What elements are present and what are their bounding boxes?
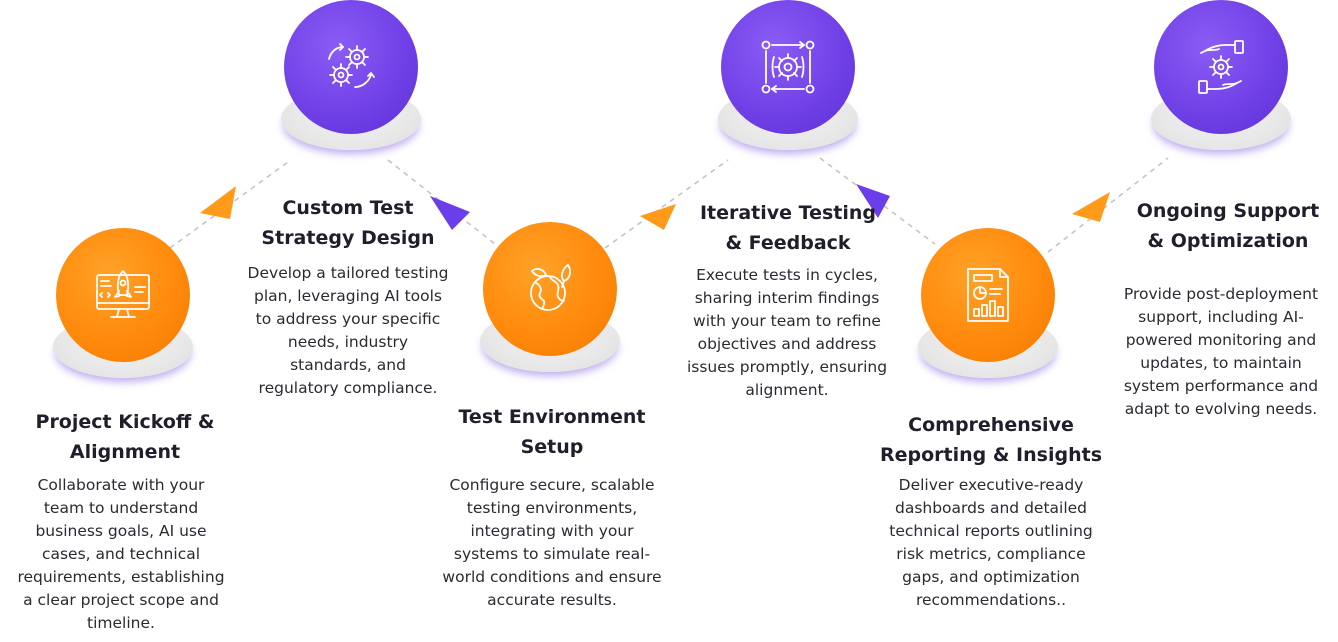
step-5-title: Comprehensive Reporting & Insights: [880, 414, 1102, 466]
step-6-description: Provide post-deployment support, includi…: [1123, 285, 1319, 418]
step-2-platform: [281, 0, 421, 150]
step-5-platform: [918, 228, 1058, 378]
rocket-monitor-icon: [96, 270, 150, 318]
step-2-title: Custom Test Strategy Design: [261, 197, 435, 249]
step-3-description: Configure secure, scalable testing envir…: [442, 476, 662, 609]
step-3-platform: [480, 222, 620, 372]
step-5-description: Deliver executive-ready dashboards and d…: [889, 476, 1093, 609]
step-4-orb: [721, 0, 855, 134]
step-1-platform: [53, 228, 193, 378]
iterative-cycle-icon: [761, 40, 815, 94]
step-6-platform: [1151, 0, 1291, 150]
step-6-title: Ongoing Support & Optimization: [1136, 200, 1320, 252]
step-1-orb: [56, 228, 190, 362]
gears-icon: [328, 43, 375, 88]
step-5-orb: [921, 228, 1055, 362]
step-4-title: Iterative Testing & Feedback: [699, 202, 877, 254]
step-4-platform: [718, 0, 858, 150]
support-hands-gear-icon: [1198, 40, 1244, 94]
step-1-title: Project Kickoff & Alignment: [35, 411, 215, 463]
step-2-orb: [284, 0, 418, 134]
step-2-description: Develop a tailored testing plan, leverag…: [247, 264, 449, 397]
step-3-orb: [483, 222, 617, 356]
step-1-description: Collaborate with your team to understand…: [17, 476, 225, 632]
step-4-description: Execute tests in cycles, sharing interim…: [686, 266, 888, 399]
globe-leaf-icon: [530, 264, 571, 311]
report-chart-icon: [967, 268, 1009, 322]
step-3-title: Test Environment Setup: [458, 406, 646, 458]
step-6-orb: [1154, 0, 1288, 134]
